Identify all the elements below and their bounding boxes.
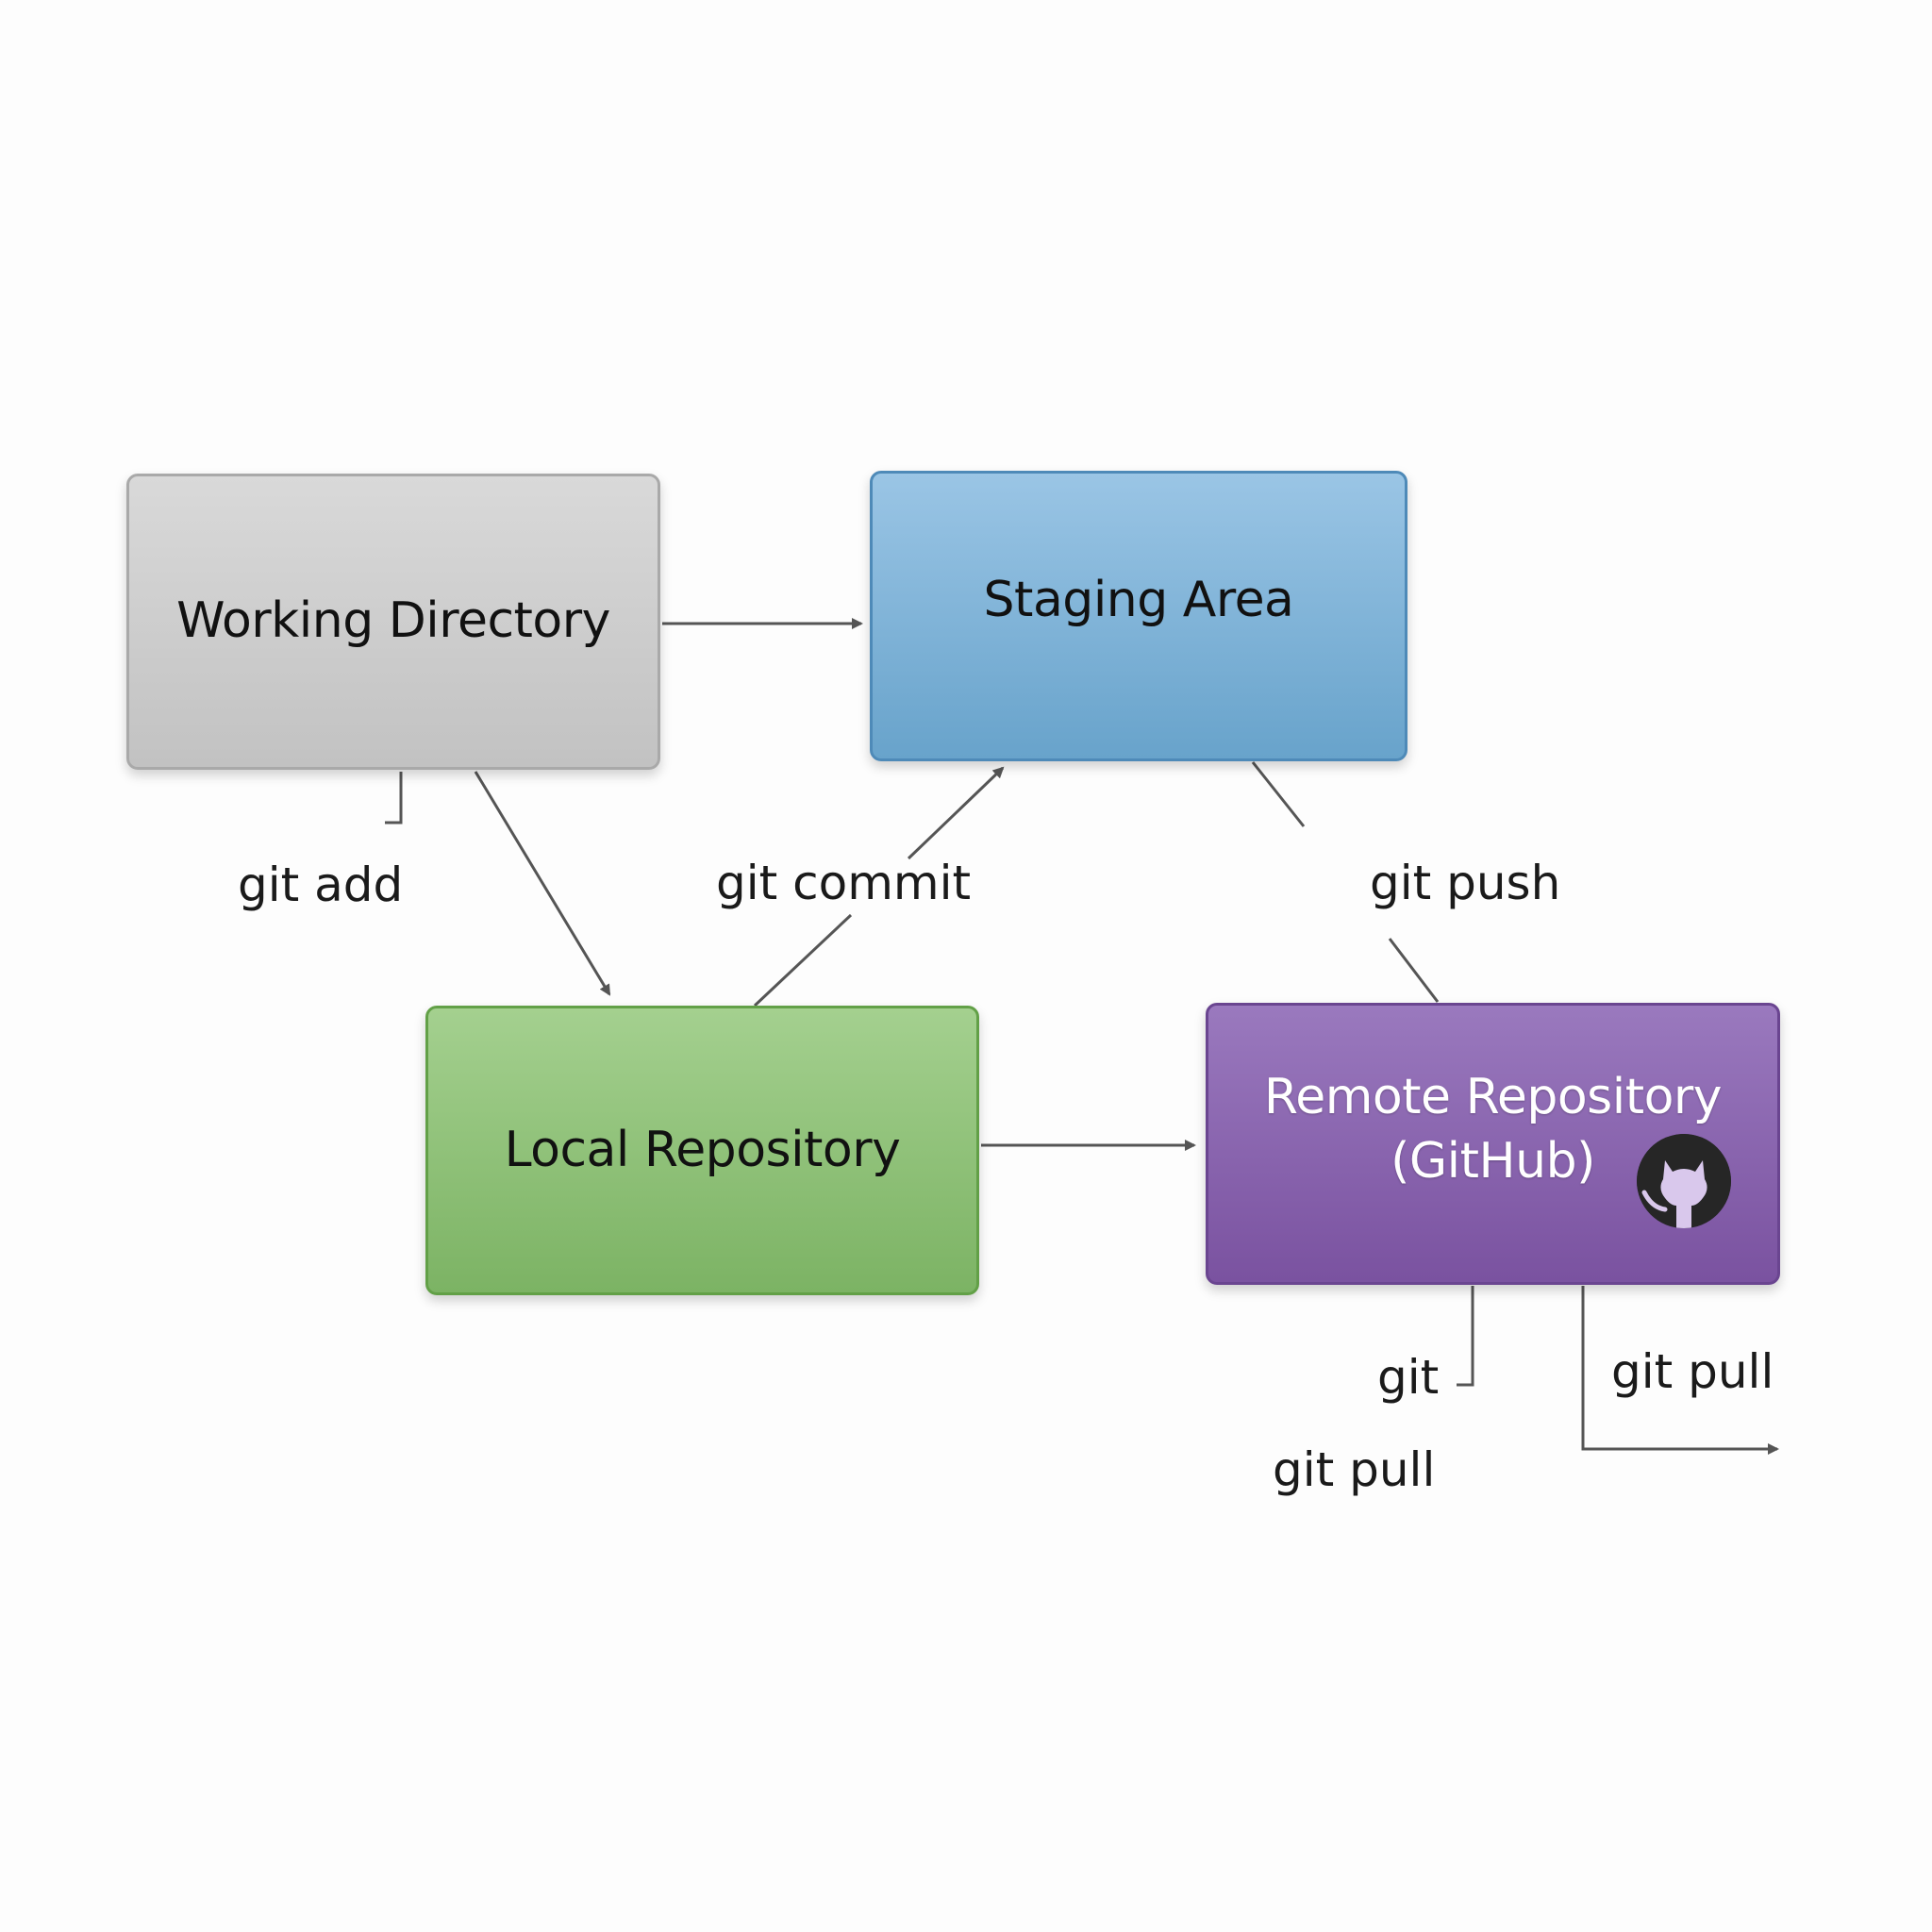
git-push-label: git push [1370, 856, 1561, 910]
line-staging-to-push-label [1251, 761, 1306, 827]
remote-repository-label: Remote Repository (GitHub) [1263, 1066, 1723, 1193]
bracket-remote-bottom [1457, 1286, 1474, 1387]
git-add-label: git add [238, 858, 404, 912]
remote-repository-node: Remote Repository (GitHub) [1206, 1003, 1780, 1285]
remote-repository-subtitle: (GitHub) [1391, 1132, 1595, 1190]
staging-area-node: Staging Area [870, 471, 1407, 761]
git-pull-lower-label: git pull [1273, 1442, 1436, 1497]
line-local-to-commit-label [753, 913, 853, 1008]
working-directory-label: Working Directory [176, 592, 610, 650]
line-push-label-to-remote [1388, 938, 1440, 1003]
staging-area-label: Staging Area [983, 572, 1294, 629]
remote-repository-title: Remote Repository [1263, 1068, 1723, 1125]
arrow-working-to-local [474, 771, 611, 996]
arrow-remote-pull-out [1581, 1286, 1779, 1455]
local-repository-node: Local Repository [425, 1006, 979, 1295]
arrow-commit-label-to-staging [907, 766, 1005, 860]
working-directory-node: Working Directory [126, 474, 660, 770]
git-label: git [1377, 1350, 1440, 1405]
github-octocat-icon [1637, 1134, 1731, 1228]
git-pull-right-label: git pull [1611, 1344, 1774, 1399]
git-commit-label: git commit [716, 856, 972, 910]
bracket-working-bottom [385, 772, 403, 824]
local-repository-label: Local Repository [504, 1121, 901, 1178]
